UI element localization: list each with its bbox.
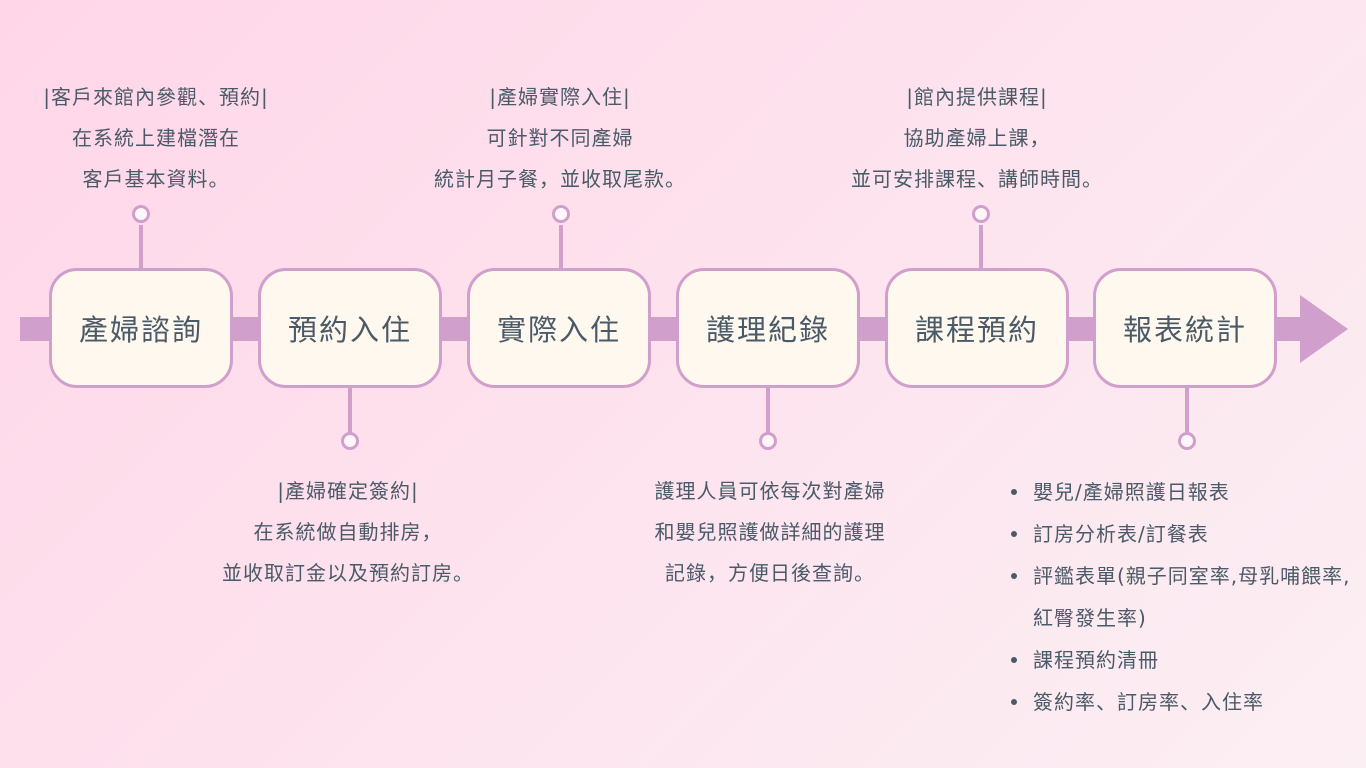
connector-dot-icon [552, 205, 570, 223]
annotation-consult: |客戶來館內參觀、預約| 在系統上建檔潛在 客戶基本資料。 [0, 77, 312, 200]
annotation-line: 協助產婦上課， [903, 126, 1051, 150]
step-nursing-record: 護理紀錄 [676, 268, 860, 388]
connector-report [1185, 388, 1189, 433]
list-item: 簽約率、訂房率、入住率 [1005, 681, 1360, 723]
annotation-title: |產婦確定簽約| [277, 479, 419, 503]
annotation-line: 客戶基本資料。 [82, 167, 230, 191]
connector-dot-icon [972, 205, 990, 223]
annotation-booking: |產婦確定簽約| 在系統做自動排房， 並收取訂金以及預約訂房。 [182, 471, 514, 594]
annotation-course: |館內提供課程| 協助產婦上課， 並可安排課程、講師時間。 [812, 77, 1142, 200]
list-item: 評鑑表單(親子同室率,母乳哺餵率,紅臀發生率) [1005, 555, 1360, 639]
connector-course [979, 225, 983, 268]
annotation-line: 並收取訂金以及預約訂房。 [222, 561, 474, 585]
connector-dot-icon [132, 205, 150, 223]
step-booking: 預約入住 [258, 268, 442, 388]
list-item: 課程預約清冊 [1005, 639, 1360, 681]
step-course-booking: 課程預約 [885, 268, 1069, 388]
annotation-title: |產婦實際入住| [489, 85, 631, 109]
connector-booking [348, 388, 352, 433]
connector-consult [139, 225, 143, 268]
arrow-right-icon [1300, 295, 1348, 363]
connector-checkin [559, 225, 563, 268]
annotation-line: 統計月子餐，並收取尾款。 [434, 167, 686, 191]
list-item: 訂房分析表/訂餐表 [1005, 513, 1360, 555]
annotation-nursing: 護理人員可依每次對產婦 和嬰兒照護做詳細的護理 記錄，方便日後查詢。 [610, 471, 930, 594]
annotation-title: |客戶來館內參觀、預約| [43, 85, 269, 109]
step-checkin: 實際入住 [467, 268, 651, 388]
annotation-line: 可針對不同產婦 [486, 126, 634, 150]
connector-dot-icon [759, 432, 777, 450]
annotation-line: 在系統上建檔潛在 [72, 126, 240, 150]
connector-nursing [766, 388, 770, 433]
annotation-line: 記錄，方便日後查詢。 [665, 561, 875, 585]
annotation-line: 在系統做自動排房， [253, 520, 443, 544]
annotation-checkin: |產婦實際入住| 可針對不同產婦 統計月子餐，並收取尾款。 [395, 77, 725, 200]
step-consult: 產婦諮詢 [49, 268, 233, 388]
report-list: 嬰兒/產婦照護日報表 訂房分析表/訂餐表 評鑑表單(親子同室率,母乳哺餵率,紅臀… [1005, 471, 1360, 723]
annotation-title: |館內提供課程| [906, 85, 1048, 109]
annotation-line: 護理人員可依每次對產婦 [654, 479, 886, 503]
connector-dot-icon [1178, 432, 1196, 450]
list-item: 嬰兒/產婦照護日報表 [1005, 471, 1360, 513]
annotation-line: 和嬰兒照護做詳細的護理 [654, 520, 886, 544]
step-report: 報表統計 [1093, 268, 1277, 388]
annotation-line: 並可安排課程、講師時間。 [851, 167, 1103, 191]
connector-dot-icon [341, 432, 359, 450]
